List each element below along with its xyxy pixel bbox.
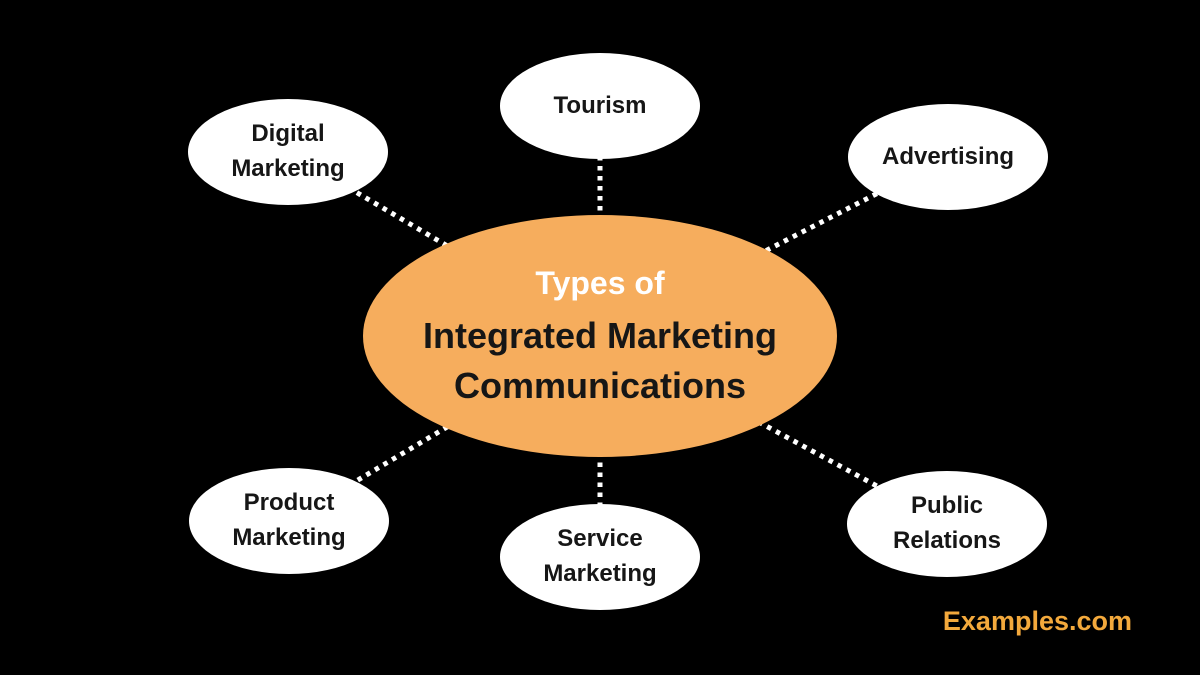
node-label: Digital Marketing bbox=[231, 120, 345, 182]
node-label: Public Relations bbox=[892, 492, 1002, 554]
center-title-line2: Integrated Marketing Communications bbox=[422, 314, 778, 406]
node-digital-marketing: Digital Marketing bbox=[188, 99, 388, 205]
node-public-relations: Public Relations bbox=[847, 471, 1047, 577]
node-product-marketing: Product Marketing bbox=[189, 468, 389, 574]
node-advertising: Advertising bbox=[848, 104, 1048, 210]
node-tourism: Tourism bbox=[500, 53, 700, 159]
node-label: Service Marketing bbox=[543, 525, 657, 587]
center-title-line1: Types of bbox=[535, 264, 665, 301]
node-service-marketing: Service Marketing bbox=[500, 504, 700, 610]
watermark-examples: Examples.com bbox=[942, 606, 1132, 636]
center-node: Types of Integrated Marketing Communicat… bbox=[363, 215, 837, 457]
node-label: Product Marketing bbox=[232, 489, 346, 551]
node-label: Advertising bbox=[881, 142, 1015, 170]
node-label: Tourism bbox=[553, 91, 647, 119]
